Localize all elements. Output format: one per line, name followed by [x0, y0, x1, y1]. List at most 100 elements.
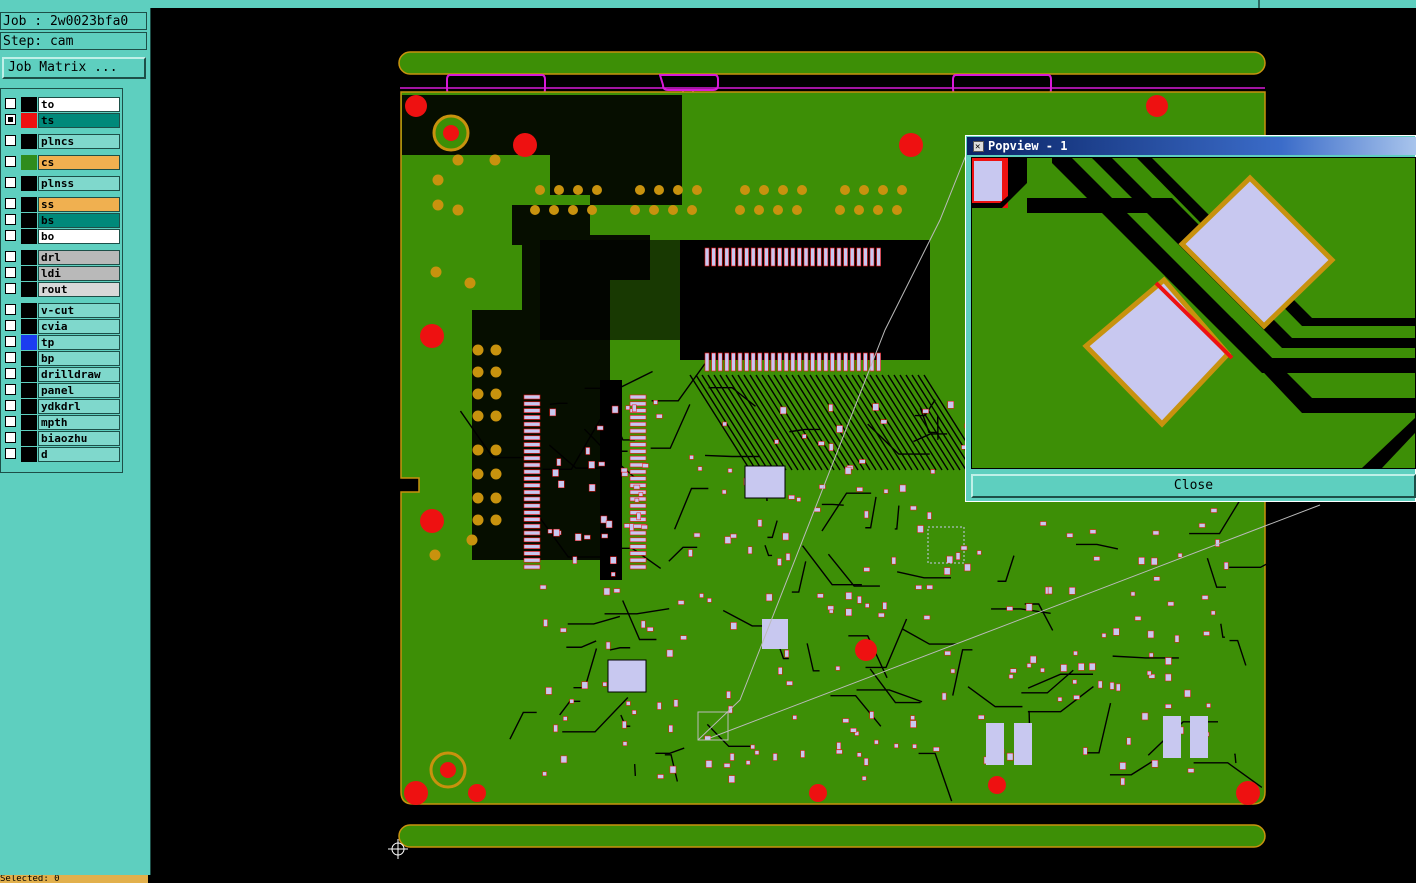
- layer-checkbox[interactable]: [5, 214, 16, 225]
- layer-row-cvia[interactable]: cvia: [4, 319, 121, 334]
- connector-pin: [629, 421, 647, 427]
- layer-checkbox[interactable]: [5, 336, 16, 347]
- layer-checkbox[interactable]: [5, 177, 16, 188]
- layer-color-swatch[interactable]: [21, 351, 37, 366]
- layer-row-drl[interactable]: drl: [4, 250, 121, 265]
- layer-checkbox[interactable]: [5, 98, 16, 109]
- layer-color-swatch[interactable]: [21, 282, 37, 297]
- layer-name[interactable]: ss: [38, 197, 120, 212]
- layer-checkbox[interactable]: [5, 320, 16, 331]
- layer-name[interactable]: d: [38, 447, 120, 462]
- layer-name[interactable]: rout: [38, 282, 120, 297]
- popview-zoom-view[interactable]: [971, 157, 1416, 469]
- layer-checkbox[interactable]: [5, 304, 16, 315]
- layer-row-rout[interactable]: rout: [4, 282, 121, 297]
- layer-row-to[interactable]: to: [4, 97, 121, 112]
- layer-checkbox[interactable]: [5, 135, 16, 146]
- smd-pad: [1215, 539, 1220, 547]
- pcb-trace: [865, 496, 877, 529]
- layer-row-cs[interactable]: cs: [4, 155, 121, 170]
- pcb-trace: [749, 374, 811, 471]
- layer-color-swatch[interactable]: [21, 335, 37, 350]
- layer-row-tp[interactable]: tp: [4, 335, 121, 350]
- layer-name[interactable]: drl: [38, 250, 120, 265]
- connector-pin: [629, 401, 647, 407]
- layer-color-swatch[interactable]: [21, 431, 37, 446]
- layer-name[interactable]: cvia: [38, 319, 120, 334]
- layer-name[interactable]: plnss: [38, 176, 120, 191]
- layer-color-swatch[interactable]: [21, 134, 37, 149]
- layer-checkbox[interactable]: [5, 230, 16, 241]
- layer-color-swatch[interactable]: [21, 250, 37, 265]
- layer-color-swatch[interactable]: [21, 97, 37, 112]
- pcb-trace: [706, 723, 751, 748]
- layer-checkbox[interactable]: [5, 368, 16, 379]
- layer-checkbox[interactable]: [5, 267, 16, 278]
- layer-checkbox[interactable]: [5, 198, 16, 209]
- layer-checkbox[interactable]: [5, 432, 16, 443]
- layer-row-drilldraw[interactable]: drilldraw: [4, 367, 121, 382]
- layer-name[interactable]: drilldraw: [38, 367, 120, 382]
- layer-color-swatch[interactable]: [21, 213, 37, 228]
- layer-checkbox[interactable]: [5, 352, 16, 363]
- layer-name[interactable]: tp: [38, 335, 120, 350]
- layer-color-swatch[interactable]: [21, 197, 37, 212]
- pcb-trace: [719, 374, 781, 471]
- layer-checkbox[interactable]: [5, 400, 16, 411]
- layer-color-swatch[interactable]: [21, 113, 37, 128]
- layer-checkbox[interactable]: [5, 156, 16, 167]
- layer-name[interactable]: mpth: [38, 415, 120, 430]
- layer-color-swatch[interactable]: [21, 415, 37, 430]
- layer-name[interactable]: to: [38, 97, 120, 112]
- layer-row-mpth[interactable]: mpth: [4, 415, 121, 430]
- layer-row-plnss[interactable]: plnss: [4, 176, 121, 191]
- layer-row-bp[interactable]: bp: [4, 351, 121, 366]
- layer-name[interactable]: v-cut: [38, 303, 120, 318]
- layer-color-swatch[interactable]: [21, 383, 37, 398]
- layer-row-ldi[interactable]: ldi: [4, 266, 121, 281]
- layer-name[interactable]: ldi: [38, 266, 120, 281]
- via-pad: [452, 154, 464, 166]
- layer-name[interactable]: ts: [38, 113, 120, 128]
- layer-color-swatch[interactable]: [21, 319, 37, 334]
- graphic-editor-canvas[interactable]: Popview - 1 Close: [151, 8, 1416, 875]
- layer-row-d[interactable]: d: [4, 447, 121, 462]
- layer-color-swatch[interactable]: [21, 229, 37, 244]
- layer-row-ss[interactable]: ss: [4, 197, 121, 212]
- layer-name[interactable]: bs: [38, 213, 120, 228]
- layer-checkbox[interactable]: [5, 251, 16, 262]
- layer-name[interactable]: bo: [38, 229, 120, 244]
- layer-color-swatch[interactable]: [21, 155, 37, 170]
- layer-color-swatch[interactable]: [21, 447, 37, 462]
- layer-checkbox[interactable]: [5, 416, 16, 427]
- layer-name[interactable]: biaozhu: [38, 431, 120, 446]
- layer-color-swatch[interactable]: [21, 303, 37, 318]
- popview-close-button[interactable]: Close: [971, 474, 1416, 498]
- layer-name[interactable]: panel: [38, 383, 120, 398]
- layer-name[interactable]: ydkdrl: [38, 399, 120, 414]
- layer-checkbox[interactable]: [5, 448, 16, 459]
- smd-pad: [552, 469, 559, 477]
- layer-checkbox[interactable]: [5, 283, 16, 294]
- layer-name[interactable]: bp: [38, 351, 120, 366]
- layer-checkbox[interactable]: [5, 384, 16, 395]
- layer-color-swatch[interactable]: [21, 266, 37, 281]
- layer-row-bs[interactable]: bs: [4, 213, 121, 228]
- layer-name[interactable]: cs: [38, 155, 120, 170]
- job-matrix-button[interactable]: Job Matrix ...: [2, 57, 146, 79]
- layer-name[interactable]: plncs: [38, 134, 120, 149]
- layer-color-swatch[interactable]: [21, 399, 37, 414]
- pcb-trace: [701, 374, 763, 471]
- window-close-icon[interactable]: [973, 138, 984, 156]
- layer-row-plncs[interactable]: plncs: [4, 134, 121, 149]
- layer-checkbox[interactable]: [5, 114, 16, 125]
- layer-row-ts[interactable]: ts: [4, 113, 121, 128]
- layer-color-swatch[interactable]: [21, 176, 37, 191]
- popview-title-bar[interactable]: Popview - 1: [967, 137, 1416, 156]
- layer-row-bo[interactable]: bo: [4, 229, 121, 244]
- layer-row-biaozhu[interactable]: biaozhu: [4, 431, 121, 446]
- layer-row-ydkdrl[interactable]: ydkdrl: [4, 399, 121, 414]
- layer-color-swatch[interactable]: [21, 367, 37, 382]
- layer-row-panel[interactable]: panel: [4, 383, 121, 398]
- layer-row-v-cut[interactable]: v-cut: [4, 303, 121, 318]
